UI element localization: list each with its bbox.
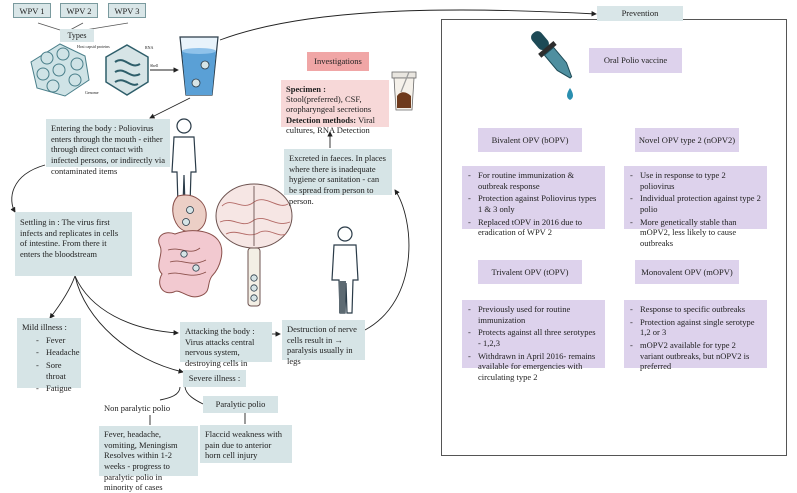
mopv-item: mOPV2 available for type 2 variant outbr…: [630, 340, 761, 372]
investigations-title: Investigations: [307, 52, 369, 71]
dropper-icon: [531, 31, 573, 100]
specimen-label: Specimen :: [286, 84, 326, 94]
mopv-title: Monovalent OPV (mOPV): [635, 260, 739, 284]
specimen-container-icon: [391, 71, 417, 111]
mild-illness-title: Mild illness :: [22, 322, 67, 332]
mopv-item: Response to specific outbreaks: [630, 304, 761, 315]
wpv3-box: WPV 3: [108, 3, 146, 18]
bopv-body: For routine immunization & outbreak resp…: [462, 166, 605, 237]
paralytic-polio-box: Paralytic polio: [203, 396, 278, 413]
bopv-item: For routine immunization & outbreak resp…: [468, 170, 599, 191]
wpv2-box: WPV 2: [60, 3, 98, 18]
person-figure-2-paralysis: [331, 226, 359, 314]
virus-label-3: Shell: [150, 63, 159, 68]
nopv2-item: Individual protection against type 2 pol…: [630, 193, 761, 214]
topv-item: Previously used for routine immunization: [468, 304, 599, 325]
topv-body: Previously used for routine immunization…: [462, 300, 605, 382]
virus-label-1: Host capsid proteins: [77, 44, 110, 49]
topv-item: Protects against all three serotypes - 1…: [468, 327, 599, 348]
symptom-item: Fever: [36, 335, 76, 346]
connector-lines: [10, 9, 597, 425]
detection-text: Viral cultures, RNA Detection: [286, 114, 376, 135]
topv-item: Withdrawn in April 2016- remains availab…: [468, 351, 599, 383]
settling-in-box: Settling in : The virus first infects an…: [15, 212, 132, 276]
bopv-item: Replaced tOPV in 2016 due to eradication…: [468, 217, 599, 238]
severe-illness-box: Severe illness :: [183, 370, 246, 387]
symptom-item: Fatigue: [36, 383, 76, 394]
symptom-item: Headache: [36, 347, 80, 358]
topv-title: Trivalent OPV (tOPV): [478, 260, 582, 284]
virus-label-2: RNA: [145, 45, 154, 50]
virus-capsid-illustration: [30, 43, 90, 97]
prevention-title: Prevention: [597, 6, 683, 21]
mopv-body: Response to specific outbreaks Protectio…: [624, 300, 767, 371]
water-cup-illustration: [179, 36, 219, 96]
attacking-body-box: Attacking the body : Virus attacks centr…: [180, 322, 272, 379]
nopv2-item: More genetically stable than mOPV2, less…: [630, 217, 761, 249]
mild-illness-box: Mild illness : Fever Headache Sore throa…: [17, 318, 81, 393]
bopv-item: Protection against Poliovirus types 1 & …: [468, 193, 599, 214]
person-figure-1: [171, 118, 197, 206]
types-label: Types: [60, 29, 94, 42]
mopv-item: Protection against single serotype 1,2 o…: [630, 317, 761, 338]
nopv2-item: Use in response to type 2 poliovirus: [630, 170, 761, 191]
brain-spine-illustration: [215, 183, 293, 307]
investigations-body: Specimen : Stool(preferred), CSF, oropha…: [281, 80, 389, 135]
non-paralytic-description: Fever, headache, vomiting, Meningism Res…: [99, 426, 198, 492]
destruction-box: Destruction of nerve cells result in → p…: [282, 320, 365, 366]
oral-polio-vaccine-box: Oral Polio vaccine: [589, 48, 682, 73]
bopv-title: Bivalent OPV (bOPV): [478, 128, 582, 152]
virus-label-4: Genome: [85, 90, 99, 95]
symptom-item: Sore throat: [36, 360, 76, 381]
virus-structure-illustration: [105, 44, 149, 96]
detection-label: Detection methods:: [286, 114, 357, 125]
nopv2-body: Use in response to type 2 poliovirus Ind…: [624, 166, 767, 248]
entering-body-box: Entering the body : Poliovirus enters th…: [46, 119, 170, 176]
specimen-text: Stool(preferred), CSF, oropharyngeal sec…: [286, 94, 372, 115]
nopv2-title: Novel OPV type 2 (nOPV2): [635, 128, 739, 152]
non-paralytic-title: Non paralytic polio: [104, 403, 171, 413]
excreted-box: Excreted in faeces. In places where ther…: [284, 149, 392, 206]
intestine-illustration: [158, 194, 223, 298]
wpv1-box: WPV 1: [13, 3, 51, 18]
paralytic-polio-description: Flaccid weakness with pain due to anteri…: [200, 425, 292, 463]
